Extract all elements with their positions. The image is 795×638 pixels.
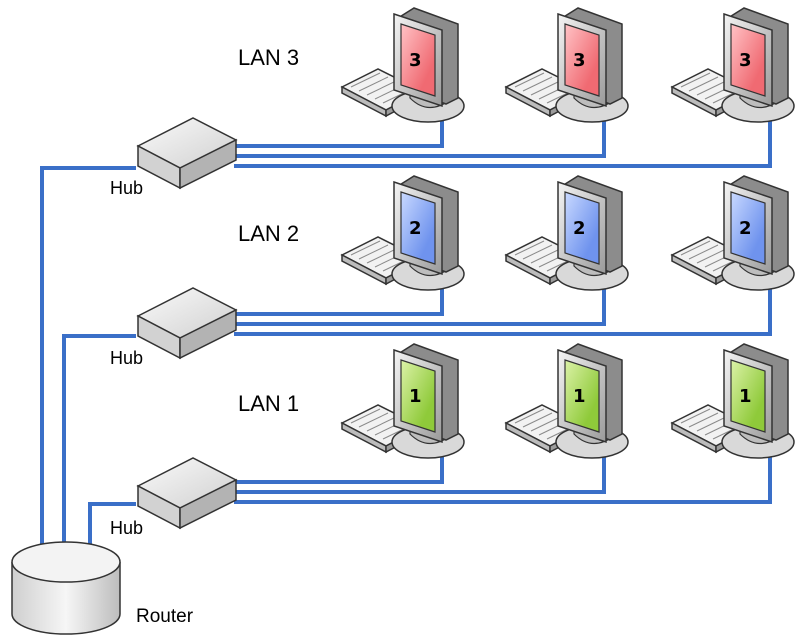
computer-screen <box>730 359 766 433</box>
lan3-computer-3: 3 <box>671 7 795 123</box>
cable-router-to-lan2-hub <box>62 334 136 556</box>
lan2-label: LAN 2 <box>238 221 299 246</box>
cable-lan1-pc1 <box>234 452 444 484</box>
cables <box>40 118 772 556</box>
lan1-hub <box>137 457 237 529</box>
lan3-hub-label: Hub <box>110 178 143 198</box>
lan1-hub-label: Hub <box>110 518 143 538</box>
hub-icon <box>137 117 237 189</box>
cable-lan1-pc2 <box>234 452 606 494</box>
lan3-computer-1: 3 <box>341 7 465 123</box>
router-cylinder-icon <box>11 541 121 635</box>
screen-number: 1 <box>739 386 752 407</box>
computer-screen <box>400 23 436 97</box>
lan2-computer-2: 2 <box>505 175 629 291</box>
screen-number: 2 <box>573 218 586 239</box>
lan3-group: LAN 3 3 3 3 Hub <box>110 7 795 198</box>
cable-lan3-pc1 <box>234 118 444 148</box>
screen-number: 2 <box>409 218 422 239</box>
cable-lan1-pc3 <box>234 452 772 504</box>
cable-lan2-pc1 <box>234 284 444 316</box>
lan1-computer-1: 1 <box>341 343 465 459</box>
computer-screen <box>730 191 766 265</box>
hub-icon <box>137 457 237 529</box>
lan2-hub-label: Hub <box>110 348 143 368</box>
computer-screen <box>400 191 436 265</box>
computer-screen <box>730 23 766 97</box>
computer-screen <box>564 191 600 265</box>
router: Router <box>11 541 194 635</box>
lan2-hub <box>137 287 237 359</box>
lan3-computer-2: 3 <box>505 7 629 123</box>
screen-number: 1 <box>573 386 586 407</box>
router-label: Router <box>136 606 194 627</box>
cable-router-to-lan3-hub <box>40 166 136 556</box>
cable-router-to-lan1-hub <box>88 502 136 556</box>
hub-icon <box>137 287 237 359</box>
lan1-computer-3: 1 <box>671 343 795 459</box>
screen-number: 3 <box>739 50 752 71</box>
computer-screen <box>400 359 436 433</box>
computer-screen <box>564 23 600 97</box>
computer-screen <box>564 359 600 433</box>
lan1-label: LAN 1 <box>238 391 299 416</box>
lan3-hub <box>137 117 237 189</box>
screen-number: 3 <box>573 50 586 71</box>
lan3-label: LAN 3 <box>238 45 299 70</box>
lan2-group: LAN 2 2 2 2 Hub <box>110 175 795 368</box>
cable-lan2-pc3 <box>234 284 772 336</box>
lan2-computer-3: 2 <box>671 175 795 291</box>
cable-lan2-pc2 <box>234 284 606 326</box>
cable-lan3-pc3 <box>234 118 772 168</box>
lan1-computer-2: 1 <box>505 343 629 459</box>
screen-number: 3 <box>409 50 422 71</box>
screen-number: 2 <box>739 218 752 239</box>
screen-number: 1 <box>409 386 422 407</box>
lan1-group: LAN 1 1 1 1 Hub <box>110 343 795 538</box>
lan2-computer-1: 2 <box>341 175 465 291</box>
cable-lan3-pc2 <box>234 118 606 158</box>
